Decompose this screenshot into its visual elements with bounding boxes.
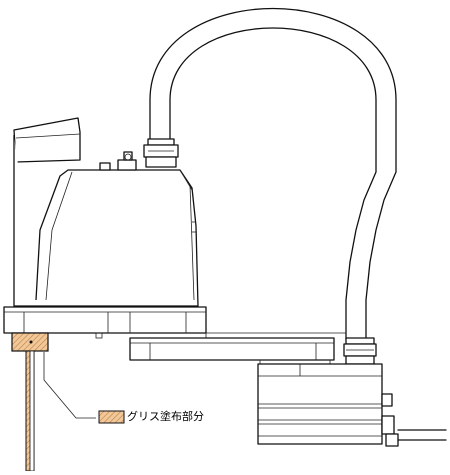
base-arm	[3, 306, 207, 339]
legend-swatch	[98, 410, 125, 424]
leader-line	[43, 352, 96, 419]
second-arm	[129, 332, 346, 364]
tube-connector-bottom	[343, 337, 377, 365]
upper-housing	[13, 117, 199, 307]
legend-label: グリス塗布部分	[127, 410, 204, 423]
cable-tube	[149, 8, 397, 340]
tube-connector-top	[143, 138, 179, 168]
grease-area	[11, 332, 49, 472]
actuator-block	[257, 363, 447, 447]
